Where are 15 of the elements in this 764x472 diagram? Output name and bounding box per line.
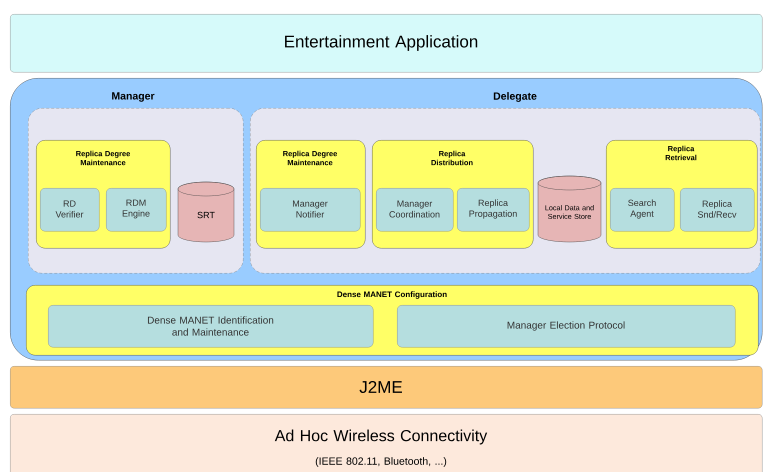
- database-cylinder: SRT: [178, 182, 234, 242]
- component-box: RDM Engine: [106, 188, 166, 232]
- layer-band: Entertainment Application: [10, 14, 762, 72]
- node-label: Delegate: [494, 92, 537, 102]
- component-box: Manager Election Protocol: [397, 305, 736, 348]
- component-box: Replica Propagation: [457, 188, 530, 232]
- component-box: Search Agent: [610, 188, 674, 232]
- component-box: Manager Coordination: [376, 188, 454, 232]
- component-box: RD Verifier: [40, 188, 100, 232]
- layer-band: Ad Hoc Wireless Connectivity (IEEE 802.11, Bluetooth, ...): [10, 414, 762, 472]
- layer-band: J2ME: [10, 366, 762, 408]
- node-label: Manager: [112, 92, 154, 102]
- component-box: Dense MANET Identification and Maintenance: [48, 305, 374, 348]
- component-box: Replica Snd/Recv: [680, 188, 754, 232]
- component-box: Manager Notifier: [260, 188, 360, 232]
